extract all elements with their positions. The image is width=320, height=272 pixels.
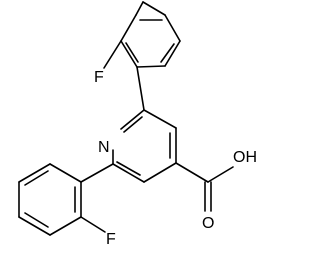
bond — [164, 14, 181, 42]
fluorine-label-bottom: F — [106, 231, 116, 248]
ring-link-bond — [136, 66, 145, 111]
c-f-bond — [80, 216, 106, 233]
bond — [120, 40, 138, 68]
bond — [49, 163, 82, 183]
bond — [207, 166, 234, 183]
carbonyl-oxygen-label: O — [202, 215, 214, 232]
bond — [18, 163, 51, 183]
top-fluorophenyl-ring — [103, 1, 181, 69]
molecule-structure-diagram: N OH O F F — [18, 1, 257, 248]
fluorine-label-top: F — [94, 69, 104, 86]
double-bond-line — [24, 212, 49, 228]
double-bond-line — [160, 43, 175, 63]
bond — [143, 109, 177, 129]
nitrogen-label: N — [98, 139, 110, 156]
bond — [175, 162, 209, 183]
bond — [164, 40, 181, 67]
pyridine-ring — [112, 109, 177, 183]
c-f-bond — [103, 40, 122, 69]
hydroxyl-label: OH — [233, 149, 257, 166]
double-bond-line — [123, 116, 143, 133]
bond — [143, 162, 177, 183]
bottom-fluorophenyl-ring — [18, 163, 106, 236]
bond — [18, 216, 51, 236]
bond — [112, 163, 145, 183]
double-bond-line — [116, 161, 141, 176]
carboxylic-acid-group — [175, 162, 234, 212]
double-bond-line — [24, 170, 49, 186]
bond — [49, 216, 82, 236]
bond — [136, 65, 166, 68]
bond — [120, 109, 145, 130]
bond — [142, 1, 166, 16]
double-bond-line — [125, 42, 139, 63]
bond — [120, 14, 137, 42]
bond — [135, 1, 144, 16]
ring-link-bond — [80, 163, 114, 183]
